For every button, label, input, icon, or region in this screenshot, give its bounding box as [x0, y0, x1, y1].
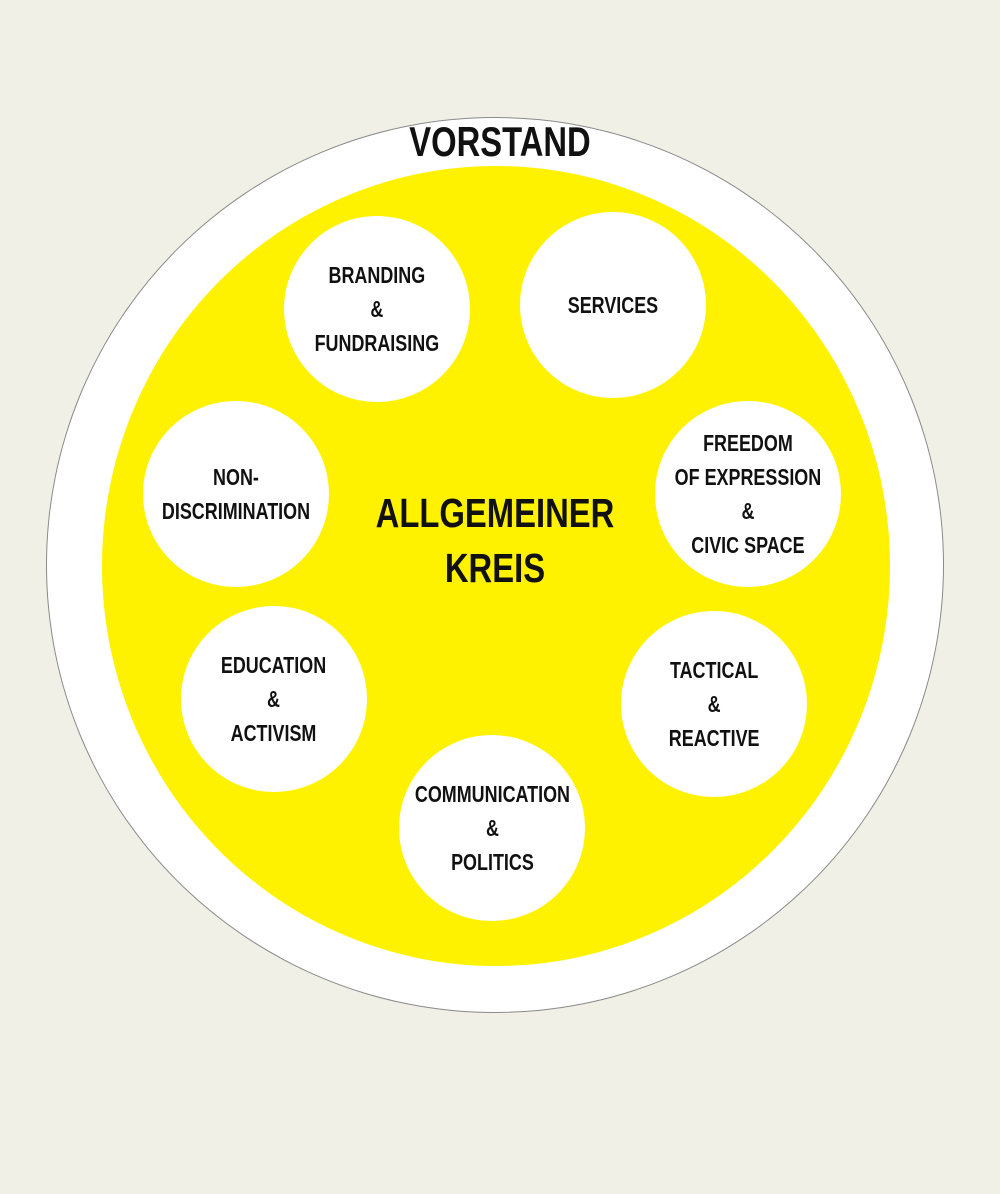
circle-label-line: DISCRIMINATION — [161, 498, 311, 524]
circle-label-line: CIVIC SPACE — [691, 532, 805, 558]
circle-label-line: FUNDRAISING — [314, 330, 440, 356]
circle-label-line: & — [741, 498, 755, 524]
circle-label-line: & — [485, 815, 499, 841]
circle-label: SERVICES — [568, 288, 658, 322]
circle-label: COMMUNICATION & POLITICS — [414, 777, 569, 879]
center-label-line: KREIS — [444, 545, 546, 591]
circle-label-line: & — [707, 691, 721, 717]
circle-label-line: POLITICS — [450, 849, 534, 875]
circle-non-discrimination: NON- DISCRIMINATION — [143, 401, 329, 587]
circle-label-line: & — [267, 686, 281, 712]
circle-label: FREEDOM OF EXPRESSION & CIVIC SPACE — [675, 426, 822, 562]
circle-education: EDUCATION & ACTIVISM — [181, 606, 367, 792]
center-label-line: ALLGEMEINER — [375, 490, 615, 536]
circle-label-line: SERVICES — [567, 292, 659, 318]
circle-label-line: EDUCATION — [221, 652, 327, 678]
circle-label-line: & — [370, 296, 384, 322]
circle-label-line: OF EXPRESSION — [674, 464, 822, 490]
circle-label-line: NON- — [213, 464, 259, 490]
circle-label-line: ACTIVISM — [231, 720, 317, 746]
circle-freedom: FREEDOM OF EXPRESSION & CIVIC SPACE — [655, 401, 841, 587]
circle-communication: COMMUNICATION & POLITICS — [399, 735, 585, 921]
circle-label-line: BRANDING — [328, 262, 426, 288]
circle-label: NON- DISCRIMINATION — [162, 460, 310, 528]
circle-tactical: TACTICAL & REACTIVE — [621, 611, 807, 797]
circle-label: BRANDING & FUNDRAISING — [315, 258, 440, 360]
center-label: ALLGEMEINER KREIS — [331, 486, 659, 596]
circle-label-line: FREEDOM — [703, 430, 793, 456]
circle-label: TACTICAL & REACTIVE — [669, 653, 760, 755]
circle-branding: BRANDING & FUNDRAISING — [284, 216, 470, 402]
circle-label-line: TACTICAL — [669, 657, 759, 683]
circle-services: SERVICES — [520, 212, 706, 398]
vorstand-label: VORSTAND — [409, 118, 591, 165]
circle-label-line: REACTIVE — [668, 725, 760, 751]
circle-label-line: COMMUNICATION — [414, 781, 570, 807]
circle-label: EDUCATION & ACTIVISM — [221, 648, 326, 750]
